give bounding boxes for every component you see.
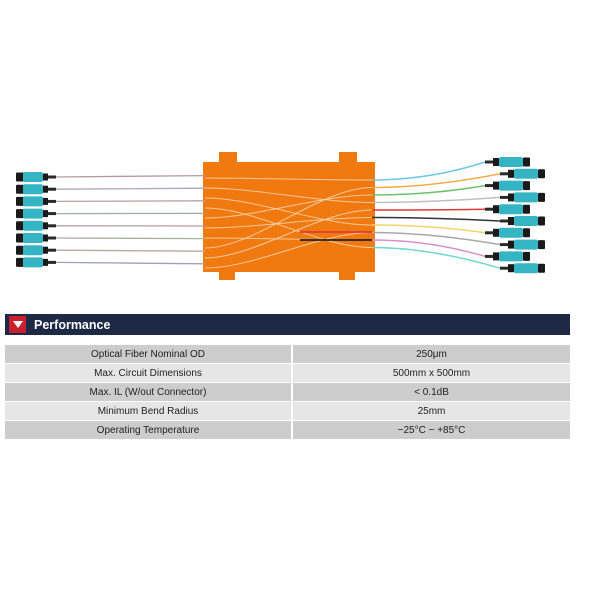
fiber-line — [54, 187, 206, 190]
connector-icon — [485, 227, 530, 238]
connector-icon — [500, 239, 545, 250]
crossover-line — [204, 177, 373, 181]
fiber-line — [371, 239, 486, 258]
value-cell: 250μm — [292, 345, 570, 364]
table-row: Operating Temperature −25°C ~ +85°C — [5, 420, 570, 440]
left-mpo-connectors — [16, 172, 56, 268]
crossover-line — [204, 209, 373, 259]
crossover-line — [204, 187, 373, 203]
table-row: Minimum Bend Radius 25mm — [5, 401, 570, 421]
caret-down-icon — [9, 316, 26, 333]
right-mpo-connectors — [485, 157, 545, 274]
fiber-line — [371, 173, 501, 189]
table-row: Optical Fiber Nominal OD 250μm — [5, 345, 570, 364]
fiber-line — [371, 231, 501, 246]
fiber-line — [54, 200, 206, 203]
fiber-line — [371, 184, 486, 196]
connector-icon — [16, 245, 56, 256]
table-row: Max. IL (W/out Connector) < 0.1dB — [5, 382, 570, 402]
fiber-line — [54, 249, 206, 252]
fiber-shuffle-illustration — [16, 152, 545, 280]
value-cell: −25°C ~ +85°C — [292, 420, 570, 440]
left-fibers — [54, 174, 206, 265]
fiber-crossover-lines — [204, 177, 373, 269]
fiber-line — [54, 261, 206, 265]
connector-icon — [485, 157, 530, 167]
crossover-line — [204, 197, 373, 226]
parameter-cell: Minimum Bend Radius — [5, 401, 293, 421]
product-image — [0, 140, 600, 295]
table-row: Max. Circuit Dimensions 500mm x 500mm — [5, 363, 570, 383]
fiber-line — [371, 161, 486, 181]
connector-icon — [16, 233, 56, 243]
flex-circuit-board — [203, 152, 375, 280]
connector-icon — [500, 263, 545, 274]
fiber-line — [371, 246, 501, 269]
parameter-cell: Max. Circuit Dimensions — [5, 363, 293, 383]
connector-icon — [500, 168, 545, 179]
value-cell: 25mm — [292, 401, 570, 421]
connector-icon — [16, 257, 56, 268]
crossover-line — [204, 232, 373, 269]
crossover-line — [204, 207, 373, 248]
crossover-line — [204, 187, 373, 249]
fiber-line — [54, 174, 206, 178]
fiber-line — [371, 224, 486, 234]
fiber-line — [371, 216, 501, 222]
connector-icon — [500, 216, 545, 226]
crossover-line — [204, 194, 373, 219]
parameter-cell: Operating Temperature — [5, 420, 293, 440]
value-cell: 500mm x 500mm — [292, 363, 570, 383]
connector-icon — [485, 180, 530, 191]
connector-icon — [16, 196, 56, 207]
performance-table: Optical Fiber Nominal OD 250μm Max. Circ… — [5, 345, 570, 440]
performance-header: Performance — [5, 314, 570, 335]
connector-icon — [500, 192, 545, 203]
connector-icon — [16, 184, 56, 195]
fiber-line — [54, 237, 206, 240]
connector-icon — [16, 208, 56, 219]
parameter-cell: Max. IL (W/out Connector) — [5, 382, 293, 402]
section-title: Performance — [34, 317, 111, 332]
crossover-line — [204, 217, 373, 229]
fiber-line — [371, 196, 501, 204]
connector-icon — [16, 220, 56, 231]
connector-icon — [485, 204, 530, 215]
right-fibers — [371, 161, 501, 269]
value-cell: < 0.1dB — [292, 382, 570, 402]
connector-icon — [16, 172, 56, 182]
connector-icon — [485, 251, 530, 262]
fiber-line — [371, 208, 486, 211]
parameter-cell: Optical Fiber Nominal OD — [5, 345, 293, 364]
